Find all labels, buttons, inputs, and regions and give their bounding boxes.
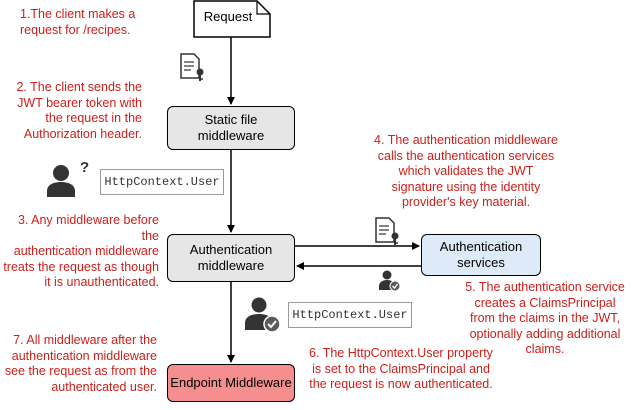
annotation-1: 1.The client makes a request for /recipe…: [20, 7, 136, 37]
document-key-icon: [375, 217, 399, 245]
annotation-2: 2. The client sends the JWT bearer token…: [16, 80, 142, 141]
person-check-icon: [379, 270, 401, 292]
endpoint-middleware: Endpoint Middleware: [167, 364, 295, 402]
authentication-services: Authentication services: [421, 234, 541, 276]
person-icon: [47, 165, 75, 197]
annotation-5: 5. The authentication service creates a …: [465, 280, 625, 356]
document-key-icon: [180, 53, 204, 81]
request-node: [193, 0, 271, 38]
question-icon: ?: [80, 159, 90, 176]
person-check-icon: [245, 297, 281, 333]
annotation-6: 6. The HttpContext.User property is set …: [309, 346, 493, 391]
authentication-middleware: Authentication middleware: [167, 234, 295, 282]
httpcontext-user-label-unauthenticated: HttpContext.User: [100, 169, 224, 195]
static-file-middleware: Static file middleware: [167, 106, 295, 150]
httpcontext-user-label-authenticated: HttpContext.User: [288, 302, 412, 328]
annotation-3: 3. Any middleware before the authenticat…: [3, 213, 159, 289]
annotation-7: 7. All middleware after the authenticati…: [4, 333, 157, 394]
annotation-4: 4. The authentication middleware calls t…: [374, 133, 558, 209]
request-label: Request: [203, 9, 253, 24]
